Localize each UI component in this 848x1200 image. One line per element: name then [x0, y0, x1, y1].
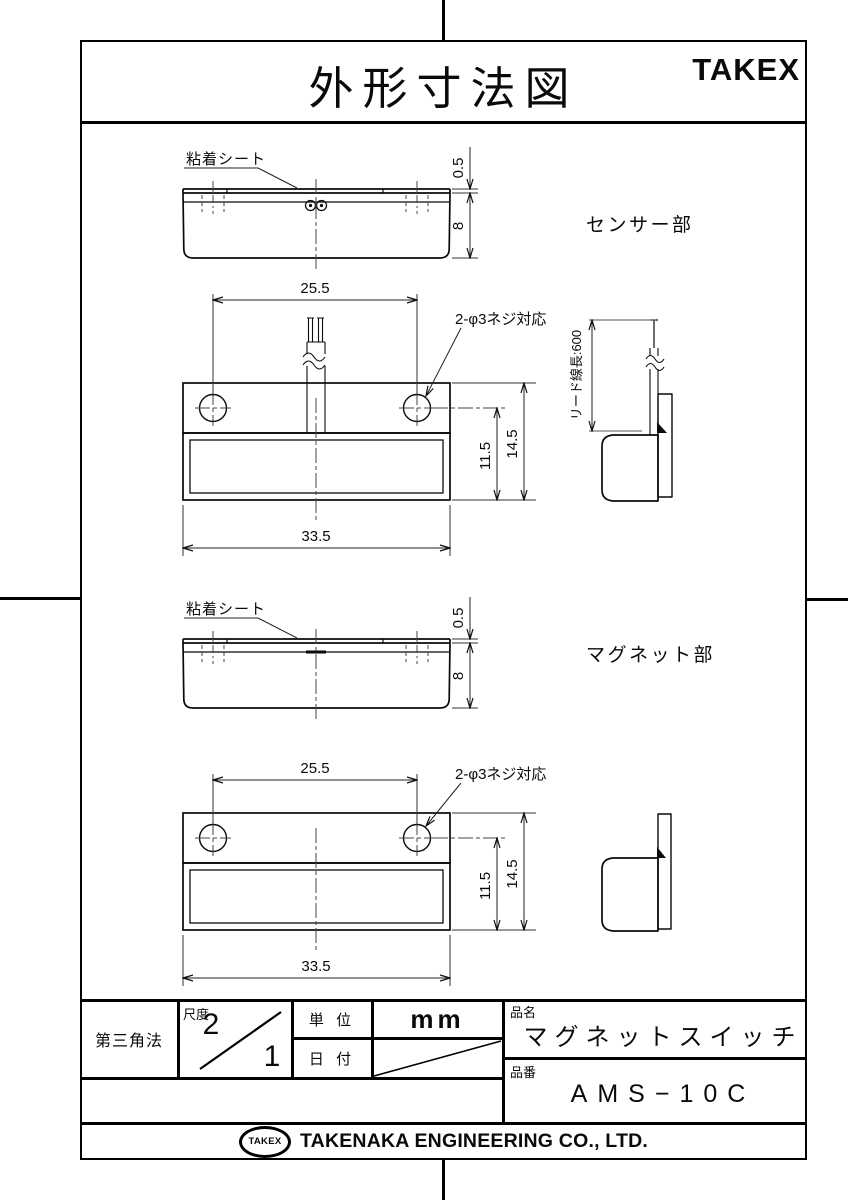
tb-line: [292, 1037, 503, 1040]
unit-label: 単 位: [308, 1011, 356, 1029]
date-label: 日 付: [308, 1050, 356, 1068]
drawing-frame: [80, 40, 807, 1160]
center-mark-top: [442, 0, 445, 40]
tb-line: [503, 1057, 807, 1060]
logo-text: TAKEX: [248, 1136, 282, 1147]
title-separator: [80, 121, 807, 124]
product-number-label: 品番: [510, 1065, 537, 1080]
footer-bar: TAKEX TAKENAKA ENGINEERING CO., LTD.: [80, 1125, 807, 1158]
tb-line: [80, 1077, 503, 1080]
brand-logotype: TAKEX: [692, 52, 800, 87]
unit-label-cell: 単 位: [292, 1000, 372, 1038]
product-name-label: 品名: [510, 1005, 537, 1020]
center-mark-right: [807, 598, 848, 601]
product-number-value: AMS−10C: [570, 1079, 756, 1108]
tb-line: [80, 999, 807, 1002]
projection-label: 第三角法: [94, 1033, 163, 1050]
takex-oval-logo-icon: TAKEX: [239, 1125, 291, 1158]
tb-line: [291, 1000, 294, 1078]
unit-value: mm: [410, 1003, 465, 1034]
tb-line: [177, 1000, 180, 1078]
scale-numerator: 2: [202, 1008, 220, 1041]
company-name: TAKENAKA ENGINEERING CO., LTD.: [300, 1130, 648, 1152]
scale-denominator: 1: [263, 1040, 281, 1073]
tb-line: [80, 1122, 807, 1125]
tb-line: [502, 1000, 505, 1123]
tb-line: [371, 1000, 374, 1078]
unit-value-cell: mm: [372, 1000, 503, 1038]
page-title: 外形寸法図: [308, 63, 579, 114]
center-mark-bottom: [442, 1160, 445, 1200]
center-mark-left: [0, 597, 80, 600]
date-label-cell: 日 付: [292, 1038, 372, 1078]
projection-cell: 第三角法: [80, 1000, 178, 1078]
product-name-value: マグネットスイッチ: [523, 1023, 803, 1051]
